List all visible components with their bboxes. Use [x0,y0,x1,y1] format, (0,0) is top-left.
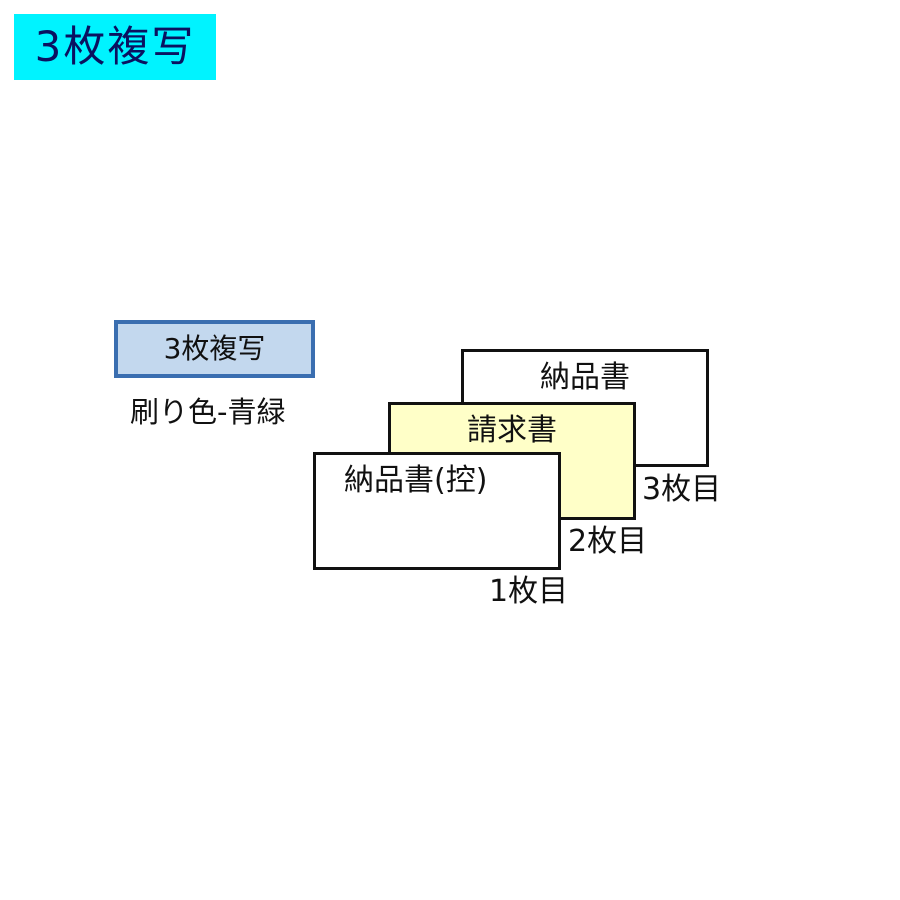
copy-count-badge: 3枚複写 [114,320,315,378]
sheet-2-number: 2枚目 [568,524,648,559]
sheet-2-title: 請求書 [467,413,557,448]
sheet-3-title: 納品書 [540,360,630,395]
sheet-1: 納品書(控) [313,452,561,570]
sheet-1-number: 1枚目 [489,574,569,609]
print-color-label: 刷り色-青緑 [130,395,286,429]
sheet-1-title: 納品書(控) [344,463,488,498]
page-title: 3枚複写 [14,14,216,80]
sheet-3-number: 3枚目 [642,472,722,507]
